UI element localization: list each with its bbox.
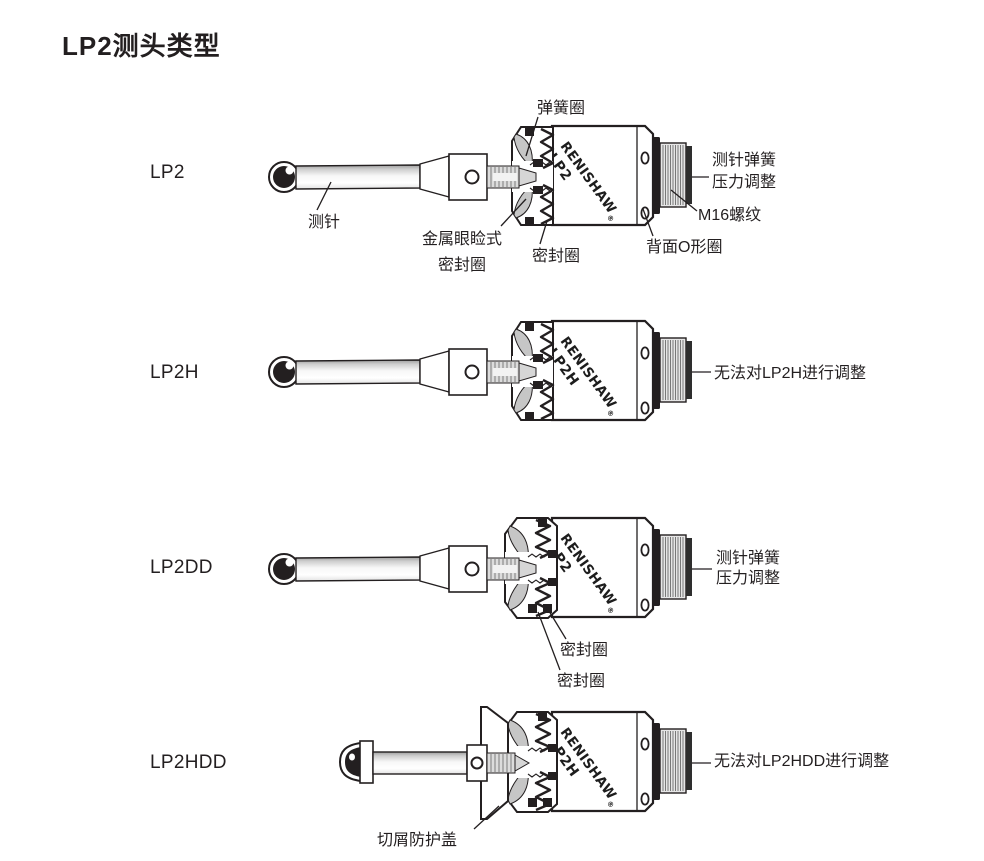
probe-name-lp2hdd: LP2HDD: [150, 752, 227, 773]
probe-name-lp2h: LP2H: [150, 362, 199, 383]
probe-illustration-lp2h: RENISHAW® LP2H: [268, 319, 711, 422]
label-no-adjust-lp2h: 无法对LP2H进行调整: [714, 365, 867, 382]
label-rear-oring: 背面O形圈: [646, 239, 723, 256]
probe-illustration-lp2dd: RENISHAW® LP2: [268, 516, 712, 671]
label-metal-eyelid-seal: 金属眼睑式 密封圈: [407, 227, 517, 279]
page-title: LP2测头类型: [62, 31, 221, 61]
label-m16-thread: M16螺纹: [698, 207, 762, 224]
label-spring-ring: 弹簧圈: [537, 100, 586, 117]
probe-name-lp2dd: LP2DD: [150, 557, 213, 578]
label-metal-eyelid-seal-line1: 金属眼睑式: [421, 231, 502, 248]
probe-name-lp2: LP2: [150, 162, 185, 183]
registered-mark: ®: [605, 799, 616, 810]
leader-lines-row1: [316, 116, 709, 245]
leader-lines-row4: [473, 762, 711, 830]
label-spring-pressure-adjust-dd-line2: 压力调整: [716, 570, 781, 587]
label-spring-pressure-adjust: 测针弹簧 压力调整: [712, 150, 776, 194]
label-chip-cover: 切屑防护盖: [377, 832, 458, 849]
label-spring-pressure-adjust-line2: 压力调整: [712, 174, 777, 191]
label-seal: 密封圈: [532, 248, 581, 265]
registered-mark: ®: [605, 605, 616, 616]
label-no-adjust-lp2hdd: 无法对LP2HDD进行调整: [714, 753, 890, 770]
label-seal-lower: 密封圈: [557, 673, 606, 690]
registered-mark: ®: [605, 213, 616, 224]
label-seal-upper: 密封圈: [560, 642, 609, 659]
label-stylus: 测针: [308, 214, 341, 231]
probe-illustration-lp2: RENISHAW® LP2: [268, 116, 709, 245]
label-spring-pressure-adjust-dd-line1: 测针弹簧: [716, 550, 781, 567]
label-spring-pressure-adjust-line1: 测针弹簧: [712, 152, 777, 169]
label-metal-eyelid-seal-line2: 密封圈: [437, 257, 486, 274]
registered-mark: ®: [605, 408, 616, 419]
leader-lines-row3: [537, 568, 712, 671]
stylus-short: [338, 740, 531, 784]
probe-illustration-lp2hdd: RENISHAW® LP2H: [338, 706, 711, 830]
label-spring-pressure-adjust-dd: 测针弹簧 压力调整: [716, 549, 780, 589]
